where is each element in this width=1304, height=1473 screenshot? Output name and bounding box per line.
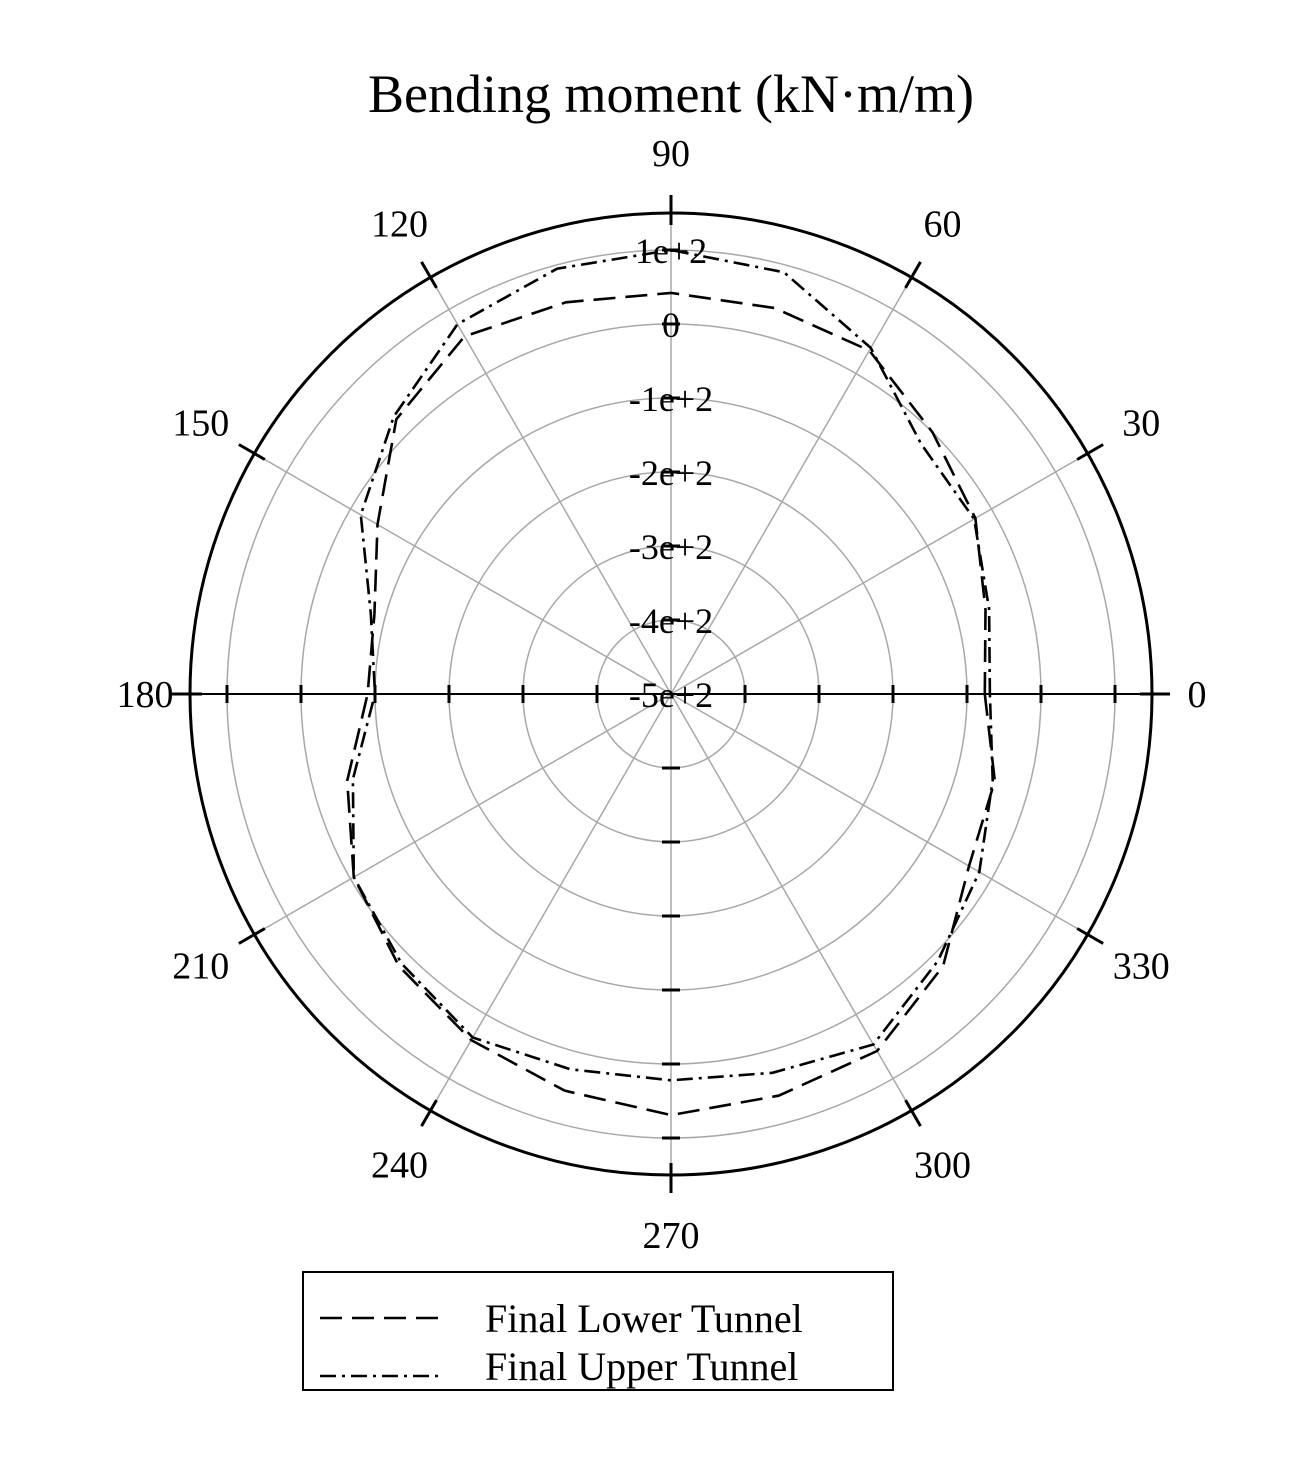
angle-tick: [238, 443, 266, 461]
angle-label-0: 0: [1188, 674, 1207, 716]
chart-title: Bending moment (kN·m/m): [368, 64, 974, 124]
radial-label: -2e+2: [629, 453, 713, 493]
angle-tick: [420, 1099, 438, 1127]
radial-label: 0: [662, 305, 680, 345]
series-line-upper-tunnel: [351, 248, 995, 1082]
angle-label-60: 60: [924, 204, 962, 246]
grid-spoke: [429, 693, 672, 1111]
angle-label-150: 150: [172, 403, 229, 445]
angle-tick: [238, 927, 266, 945]
grid-spoke: [670, 693, 1088, 936]
grid-spoke: [254, 452, 672, 695]
angle-label-210: 210: [172, 946, 229, 988]
angle-tick: [420, 261, 438, 289]
grid-spoke: [254, 693, 672, 936]
series-line-lower-tunnel: [345, 291, 997, 1117]
grid-spoke: [670, 452, 1088, 695]
legend-label-lower: Final Lower Tunnel: [485, 1296, 803, 1341]
radial-label: -5e+2: [629, 675, 713, 715]
angle-tick: [904, 1099, 922, 1127]
radial-label: -3e+2: [629, 527, 713, 567]
angle-label-90: 90: [652, 133, 690, 175]
grid-spoke: [670, 693, 913, 1111]
angle-label-240: 240: [371, 1144, 428, 1186]
grid: [172, 195, 1170, 1193]
angle-label-120: 120: [371, 204, 428, 246]
angle-tick: [1076, 927, 1104, 945]
angle-tick: [904, 261, 922, 289]
angle-label-330: 330: [1113, 946, 1170, 988]
legend-box: [302, 1271, 894, 1391]
radial-label: -1e+2: [629, 379, 713, 419]
legend-label-upper: Final Upper Tunnel: [485, 1344, 798, 1389]
angle-label-270: 270: [643, 1215, 700, 1257]
angle-label-300: 300: [914, 1144, 971, 1186]
grid-spoke: [429, 277, 672, 695]
tick-labels: 0 30 60 90 120 150 180 210 240 270 300 330 -5e+2 -4e+…: [117, 133, 1207, 1257]
legend: Final Lower Tunnel Final Upper Tunnel: [302, 1271, 894, 1391]
series-group: [345, 248, 997, 1117]
angle-label-30: 30: [1122, 403, 1160, 445]
angle-tick: [1076, 443, 1104, 461]
radial-label: -4e+2: [629, 601, 713, 641]
angle-label-180: 180: [117, 674, 174, 716]
radial-label: 1e+2: [635, 231, 707, 271]
